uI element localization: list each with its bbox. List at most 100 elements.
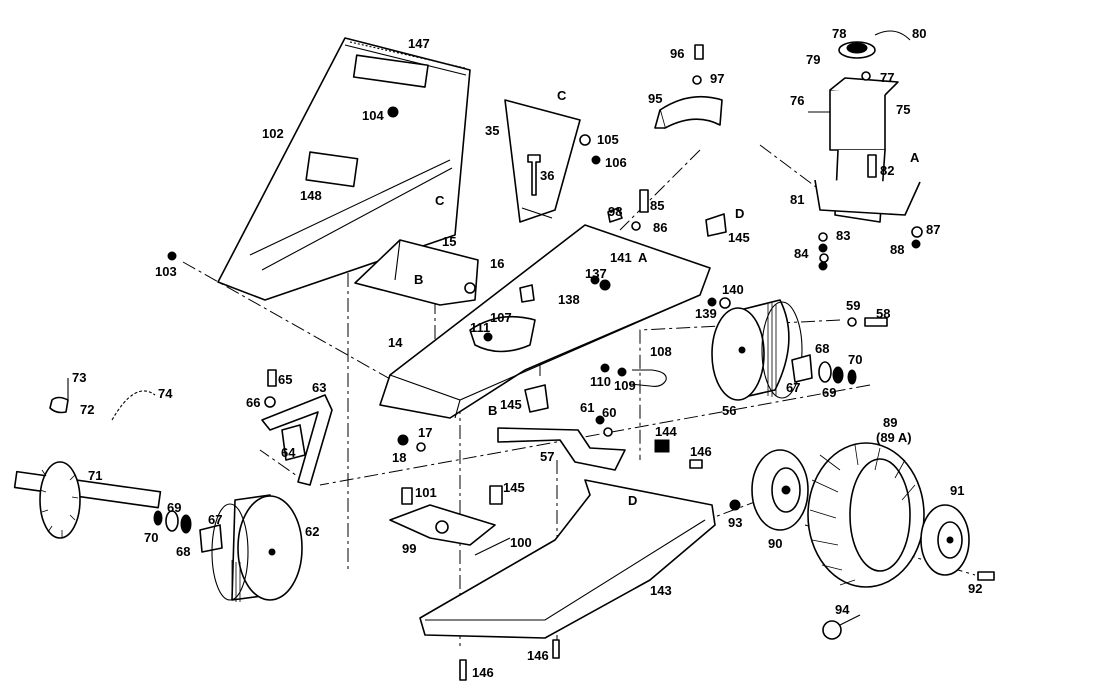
label-97: 97: [710, 71, 724, 86]
rim-91: [920, 504, 970, 576]
label-84: 84: [794, 246, 809, 261]
label-60: 60: [602, 405, 616, 420]
label-67-a: 67: [786, 380, 800, 395]
plate-99: [389, 504, 496, 546]
label-64: 64: [281, 445, 296, 460]
label-89: 89: [883, 415, 897, 430]
label-141: 141: [610, 250, 632, 265]
label-98: 98: [608, 204, 622, 219]
part-number-labels: 147 102 104 C 148 103 35 C 105 106 36 96…: [72, 26, 982, 680]
gearbox-assembly: [808, 30, 921, 223]
label-145-c: 145: [503, 480, 525, 495]
label-b-2: B: [488, 403, 497, 418]
label-106: 106: [605, 155, 627, 170]
label-146-b: 146: [527, 648, 549, 663]
label-76: 76: [790, 93, 804, 108]
label-a-1: A: [910, 150, 920, 165]
hub-left: [199, 524, 223, 553]
label-101: 101: [415, 485, 437, 500]
label-144: 144: [655, 424, 677, 439]
label-90: 90: [768, 536, 782, 551]
label-96: 96: [670, 46, 684, 61]
label-81: 81: [790, 192, 804, 207]
label-65: 65: [278, 372, 292, 387]
label-102: 102: [262, 126, 284, 141]
label-110: 110: [590, 374, 611, 389]
bracket-15: [354, 239, 479, 306]
frame-14: [379, 224, 711, 419]
label-109: 109: [614, 378, 636, 393]
bracket-35: [504, 99, 581, 223]
label-62: 62: [305, 524, 319, 539]
label-92: 92: [968, 581, 982, 596]
plate-107: [469, 315, 536, 353]
label-18: 18: [392, 450, 406, 465]
label-d-2: D: [628, 493, 637, 508]
drum-56: [711, 299, 803, 401]
label-b-1: B: [414, 272, 423, 287]
key-94: [822, 614, 861, 640]
rim-90: [751, 449, 809, 531]
label-103: 103: [155, 264, 177, 279]
clamp-145-mid: [524, 384, 549, 413]
label-147: 147: [408, 36, 430, 51]
label-104: 104: [362, 108, 384, 123]
label-146-a: 146: [690, 444, 712, 459]
label-139: 139: [695, 306, 717, 321]
label-146-c: 146: [472, 665, 494, 680]
fasteners: [167, 44, 995, 681]
hub-right: [791, 354, 857, 385]
label-c-1: C: [435, 193, 445, 208]
pin-100: [474, 537, 511, 556]
label-107: 107: [490, 310, 512, 325]
label-85: 85: [650, 198, 664, 213]
label-145-a: 145: [728, 230, 750, 245]
arm-63: [261, 394, 333, 486]
label-99: 99: [402, 541, 416, 556]
label-59: 59: [846, 298, 860, 313]
label-105: 105: [597, 132, 619, 147]
label-15: 15: [442, 234, 456, 249]
label-143: 143: [650, 583, 672, 598]
label-72: 72: [80, 402, 94, 417]
label-79: 79: [806, 52, 820, 67]
label-61: 61: [580, 400, 594, 415]
u-bolt-108: [629, 369, 667, 387]
label-63: 63: [312, 380, 326, 395]
label-82: 82: [880, 163, 894, 178]
label-100: 100: [510, 535, 532, 550]
label-137: 137: [585, 266, 607, 281]
label-83: 83: [836, 228, 850, 243]
label-86: 86: [653, 220, 667, 235]
label-108: 108: [650, 344, 672, 359]
label-80: 80: [912, 26, 926, 41]
label-d-1: D: [735, 206, 744, 221]
label-66: 66: [246, 395, 260, 410]
tire-89: [807, 442, 925, 588]
label-16: 16: [490, 256, 504, 271]
label-68-a: 68: [815, 341, 829, 356]
shaft-71: [13, 461, 192, 539]
label-75: 75: [896, 102, 910, 117]
label-67-b: 67: [208, 512, 222, 527]
label-140: 140: [722, 282, 744, 297]
label-77: 77: [880, 70, 894, 85]
label-70-b: 70: [144, 530, 158, 545]
label-14: 14: [388, 335, 403, 350]
label-89a: (89 A): [876, 430, 912, 445]
bolt-36: [527, 154, 541, 196]
label-57: 57: [540, 449, 554, 464]
label-87: 87: [926, 222, 940, 237]
label-95: 95: [648, 91, 662, 106]
label-74: 74: [158, 386, 173, 401]
label-71: 71: [88, 468, 102, 483]
label-111: 111: [470, 320, 490, 335]
small-parts-left: [49, 378, 156, 421]
drum-62: [211, 494, 303, 602]
label-78: 78: [832, 26, 846, 41]
label-148: 148: [300, 188, 322, 203]
label-68-b: 68: [176, 544, 190, 559]
label-35: 35: [485, 123, 499, 138]
label-73: 73: [72, 370, 86, 385]
